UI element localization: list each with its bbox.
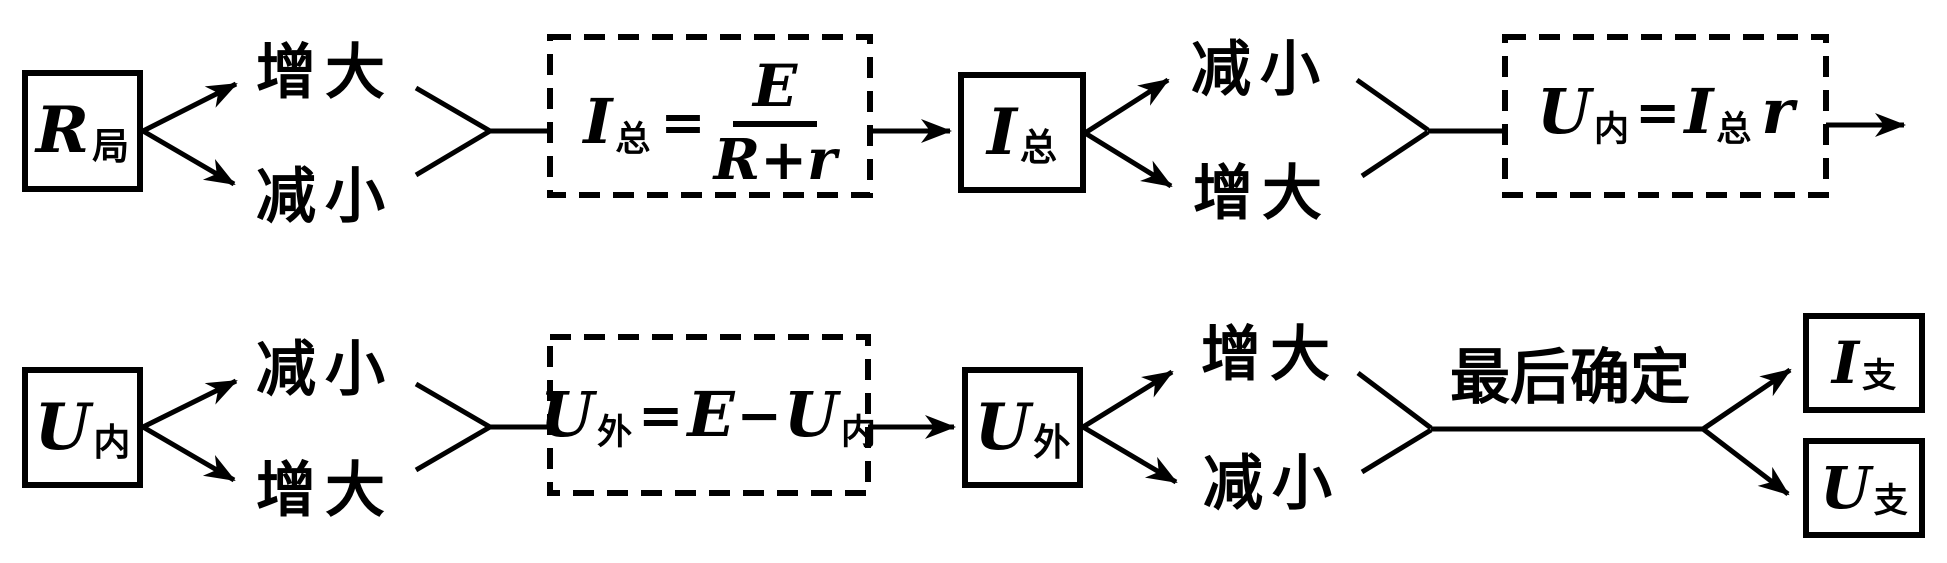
converge-line <box>414 424 492 473</box>
arrow-r-to-increase <box>141 81 238 134</box>
dashed-box-external-voltage-formula <box>547 334 871 496</box>
fraction-denominator: R+r <box>713 126 837 193</box>
converge-line <box>414 381 492 430</box>
converge-line <box>414 85 492 134</box>
u-internal-symbol: U <box>783 378 838 451</box>
i-total-symbol: I <box>583 85 613 158</box>
u-external-subscript: 外 <box>1033 423 1071 464</box>
u-internal-symbol: U <box>34 389 91 465</box>
r-local-subscript: 局 <box>92 126 130 168</box>
arrow-i-total-to-increase <box>1083 130 1173 189</box>
i-total-symbol: I <box>987 94 1017 170</box>
row2-branch1-decrease-label: 减小 <box>256 337 394 403</box>
u-internal-subscript: 内 <box>840 412 876 452</box>
equals-sign: = <box>638 383 684 447</box>
u-external-symbol: U <box>974 389 1031 465</box>
minus-sign: − <box>736 383 782 447</box>
u-branch-subscript: 支 <box>1873 483 1908 520</box>
converge-line <box>1355 77 1430 133</box>
arrow-u-external-to-decrease <box>1081 424 1178 485</box>
r-local-symbol: R <box>35 93 90 168</box>
row2-branch1-increase-label: 增大 <box>256 458 394 524</box>
r-symbol: r <box>1761 75 1795 148</box>
row1-branch2-decrease-label: 减小 <box>1191 37 1329 103</box>
u-external-subscript: 外 <box>597 412 633 452</box>
u-internal-subscript: 内 <box>93 423 131 464</box>
row1-branch2-increase-label: 增大 <box>1193 161 1331 227</box>
arrow-to-branch-voltage <box>1701 427 1790 496</box>
converge-line <box>1360 427 1433 475</box>
equals-sign: = <box>660 90 706 154</box>
arrow-u-internal-to-decrease <box>141 378 238 430</box>
u-internal-subscript: 内 <box>1594 109 1630 149</box>
converge-line <box>1356 371 1433 430</box>
i-total-subscript: 总 <box>615 119 651 159</box>
fraction-numerator: E <box>733 57 818 127</box>
arrow-u-external-to-increase <box>1081 369 1174 430</box>
u-branch-symbol: U <box>1820 454 1871 522</box>
arrow-u-internal-to-increase <box>141 424 236 483</box>
equals-sign: = <box>1635 80 1681 144</box>
i-branch-symbol: I <box>1831 329 1860 397</box>
u-internal-symbol: U <box>1536 75 1592 148</box>
i-branch-subscript: 支 <box>1862 358 1897 395</box>
u-external-symbol: U <box>540 378 595 451</box>
row2-branch2-increase-label: 增大 <box>1201 322 1339 388</box>
final-determine-label: 最后确定 <box>1450 345 1690 411</box>
i-total-subscript: 总 <box>1019 128 1057 169</box>
arrow-r-to-decrease <box>141 128 236 187</box>
i-total-subscript: 总 <box>1716 109 1752 149</box>
converge-line <box>414 128 492 178</box>
row2-branch2-decrease-label: 减小 <box>1203 451 1341 517</box>
arrow-i-total-to-decrease <box>1083 77 1170 136</box>
converge-line <box>1360 129 1430 179</box>
row1-branch1-increase-label: 增大 <box>256 40 394 106</box>
row1-branch1-decrease-label: 减小 <box>256 164 394 230</box>
arrow-to-branch-current <box>1701 367 1792 432</box>
emf-symbol: E <box>687 378 735 451</box>
i-total-symbol: I <box>1684 75 1714 148</box>
